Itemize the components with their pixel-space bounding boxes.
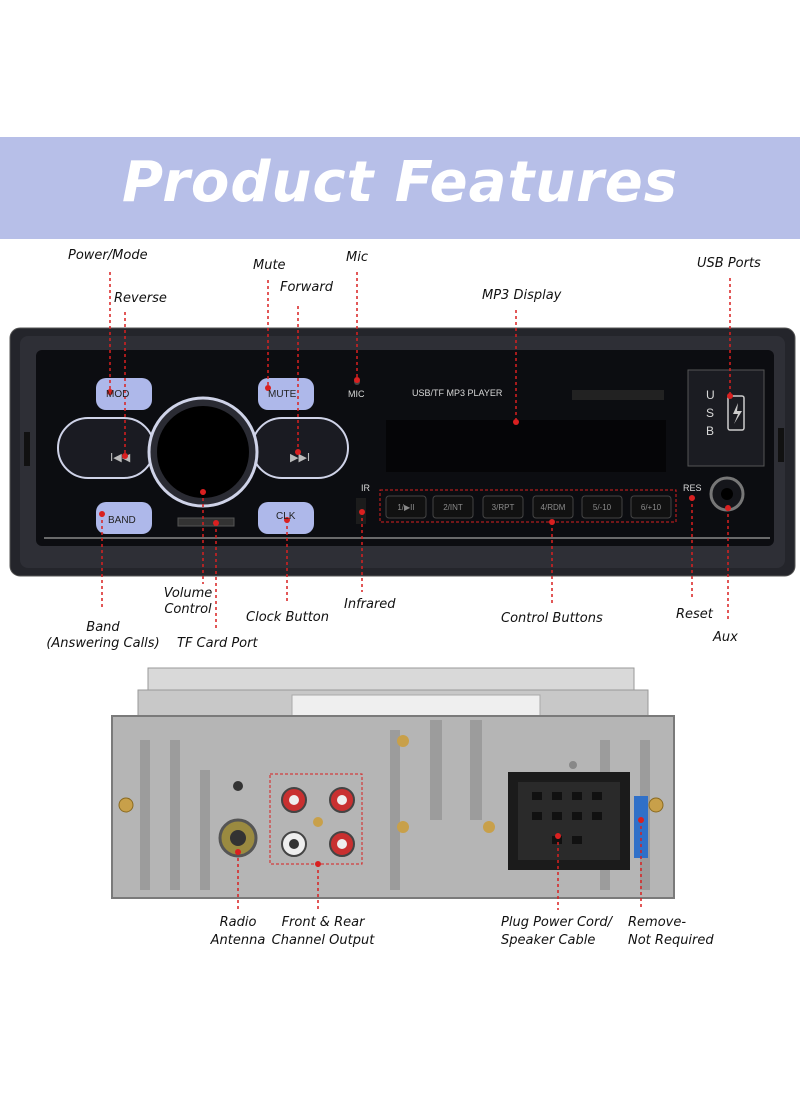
control-button-2[interactable]: 2/INT — [443, 503, 463, 512]
label-aux: Aux — [713, 630, 738, 645]
clk-button[interactable]: CLK — [276, 511, 296, 522]
label-tf-card-port: TF Card Port — [177, 636, 258, 651]
rear-unit — [111, 667, 675, 899]
mute-button-shape — [258, 378, 314, 410]
disc-slot — [572, 390, 664, 400]
label-clock-button: Clock Button — [246, 610, 329, 625]
mode-button-label[interactable]: MOD — [106, 389, 130, 400]
usb-letter-s: S — [706, 406, 715, 420]
label-front-rear: Front & Rear — [281, 915, 365, 930]
control-button-1[interactable]: 1/▶II — [397, 503, 415, 512]
label-speaker-cable: Speaker Cable — [501, 933, 596, 948]
usb-letter-b: B — [706, 424, 715, 438]
label-forward: Forward — [280, 280, 333, 295]
label-usb-ports: USB Ports — [697, 256, 761, 271]
front-unit: I◀◀ ▶▶I — [9, 327, 796, 577]
label-control-buttons: Control Buttons — [501, 611, 603, 626]
label-band: Band — [86, 620, 120, 635]
label-reset: Reset — [676, 607, 713, 622]
label-volume-sub: Control — [164, 602, 212, 617]
title-banner — [0, 137, 800, 239]
banner-title: Product Features — [121, 150, 679, 215]
svg-text:▶▶I: ▶▶I — [290, 451, 310, 464]
label-not-required: Not Required — [628, 933, 714, 948]
label-plug-power-cord: Plug Power Cord/ — [501, 915, 612, 930]
mic-text: MIC — [348, 389, 365, 399]
reverse-button — [57, 417, 155, 479]
label-channel-output: Channel Output — [271, 933, 375, 948]
control-button-6[interactable]: 6/+10 — [640, 503, 662, 512]
callout-lines — [99, 272, 733, 910]
player-text: USB/TF MP3 PLAYER — [412, 388, 503, 398]
label-mic: Mic — [346, 250, 368, 265]
forward-button — [251, 417, 349, 479]
ir-text: IR — [361, 483, 370, 493]
label-band-sub: (Answering Calls) — [46, 636, 160, 651]
usb-letter-u: U — [706, 388, 715, 402]
label-power-mode: Power/Mode — [68, 248, 148, 263]
label-antenna: Antenna — [210, 933, 266, 948]
control-button-5[interactable]: 5/-10 — [592, 503, 612, 512]
label-infrared: Infrared — [344, 597, 396, 612]
label-radio: Radio — [219, 915, 257, 930]
label-mp3-display: MP3 Display — [482, 288, 562, 303]
control-button-4[interactable]: 4/RDM — [540, 503, 566, 512]
res-text: RES — [683, 483, 702, 493]
label-remove: Remove- — [628, 915, 687, 930]
band-button-shape — [96, 502, 152, 534]
mute-button[interactable]: MUTE — [268, 389, 297, 400]
label-reverse: Reverse — [114, 291, 167, 306]
control-button-3[interactable]: 3/RPT — [491, 503, 515, 512]
band-button[interactable]: BAND — [108, 515, 136, 526]
label-mute: Mute — [253, 258, 286, 273]
label-volume: Volume — [163, 586, 213, 601]
